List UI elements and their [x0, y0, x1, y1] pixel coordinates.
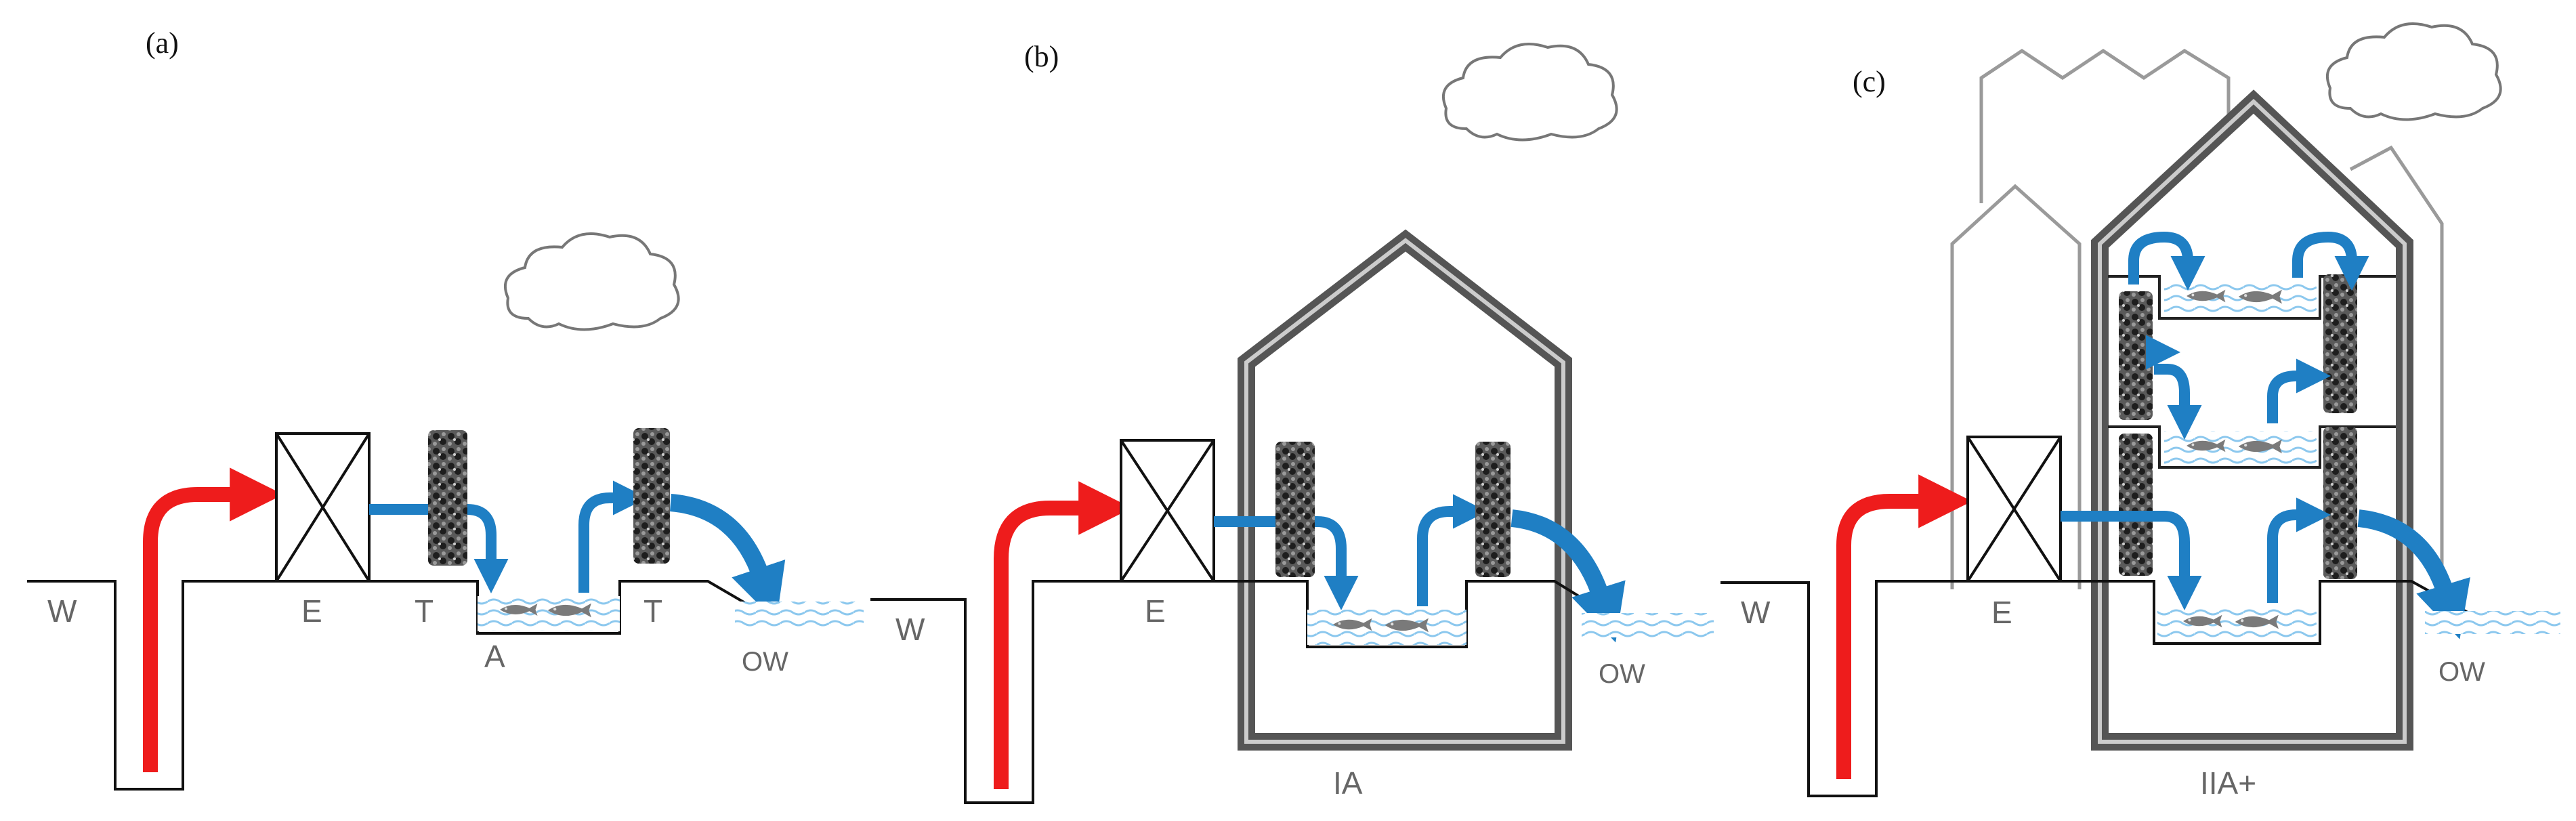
label-outlet: OW — [742, 647, 788, 677]
panel-b-label: (b) — [1024, 40, 1059, 73]
flow-arrow-into-tank-b — [1214, 516, 1359, 610]
heat-exchanger-icon — [1120, 439, 1215, 583]
filter-column-icon — [2119, 434, 2153, 576]
panel-b: (b) W E IA OW — [870, 40, 1714, 804]
aquaculture-tank-b — [1307, 610, 1466, 645]
flow-arrow-mid-right-c — [2267, 358, 2331, 423]
label-system: IA — [1333, 765, 1363, 801]
panel-a-label: (a) — [146, 26, 179, 60]
aquaculture-tank-top — [2164, 281, 2317, 315]
cloud-icon — [1442, 43, 1618, 142]
discharge-arrow-a — [669, 494, 786, 623]
filter-column-icon — [428, 430, 467, 566]
label-treatment: T — [415, 593, 434, 629]
greenhouse-icon — [1238, 229, 1572, 751]
flow-arrow-out-of-tank-b — [1417, 494, 1487, 606]
label-treatment: T — [643, 593, 662, 629]
label-aquaculture: A — [484, 639, 505, 674]
geothermal-supply-pipe-b — [994, 481, 1133, 789]
filter-column-icon — [1475, 442, 1511, 577]
label-well: W — [895, 612, 925, 647]
flow-arrow-into-system-c — [2061, 511, 2202, 610]
panel-a: (a) W E T — [27, 26, 864, 791]
flow-arrow-up-c — [2267, 497, 2331, 603]
filter-column-icon — [1275, 442, 1315, 577]
label-well: W — [1741, 595, 1771, 630]
greenhouse-icon — [2091, 89, 2413, 751]
label-system: IIA+ — [2200, 765, 2256, 801]
panel-c-label: (c) — [1853, 65, 1886, 98]
background-building — [1950, 48, 2444, 589]
label-exchanger: E — [1145, 593, 1166, 629]
label-outlet: OW — [2438, 657, 2485, 687]
flow-arrow-into-tank-a — [369, 504, 509, 593]
label-well: W — [47, 593, 77, 629]
cloud-icon — [2326, 22, 2502, 121]
discharge-arrow-c — [2357, 509, 2470, 639]
aquaculture-tank-a — [478, 596, 620, 631]
discharge-arrow-b — [1511, 509, 1626, 643]
label-exchanger: E — [1991, 595, 2012, 630]
open-water-a — [735, 602, 864, 629]
geothermal-supply-pipe-a — [143, 467, 284, 772]
label-exchanger: E — [301, 593, 322, 629]
flow-arrow-top-right-c — [2292, 232, 2369, 291]
cloud-icon — [504, 232, 680, 331]
aquaculture-tank-bottom — [2157, 606, 2317, 641]
filter-column-icon — [2119, 291, 2153, 420]
open-water-b — [1582, 613, 1714, 637]
filter-column-icon — [2323, 274, 2357, 413]
heat-exchanger-icon — [275, 432, 371, 583]
panel-c: (c) — [1720, 22, 2560, 801]
flow-arrow-top-left-c — [2128, 232, 2205, 291]
aquaculture-tank-middle — [2164, 431, 2317, 465]
filter-column-icon — [2323, 427, 2357, 579]
heat-exchanger-icon — [1966, 436, 2062, 583]
filter-column-icon — [633, 428, 670, 564]
open-water-c — [2425, 611, 2560, 634]
flow-arrow-out-of-tank-a — [578, 480, 648, 593]
label-outlet: OW — [1599, 659, 1645, 689]
geothermal-supply-pipe-c — [1836, 474, 1972, 779]
flow-arrow-mid-left-c — [2154, 364, 2202, 440]
